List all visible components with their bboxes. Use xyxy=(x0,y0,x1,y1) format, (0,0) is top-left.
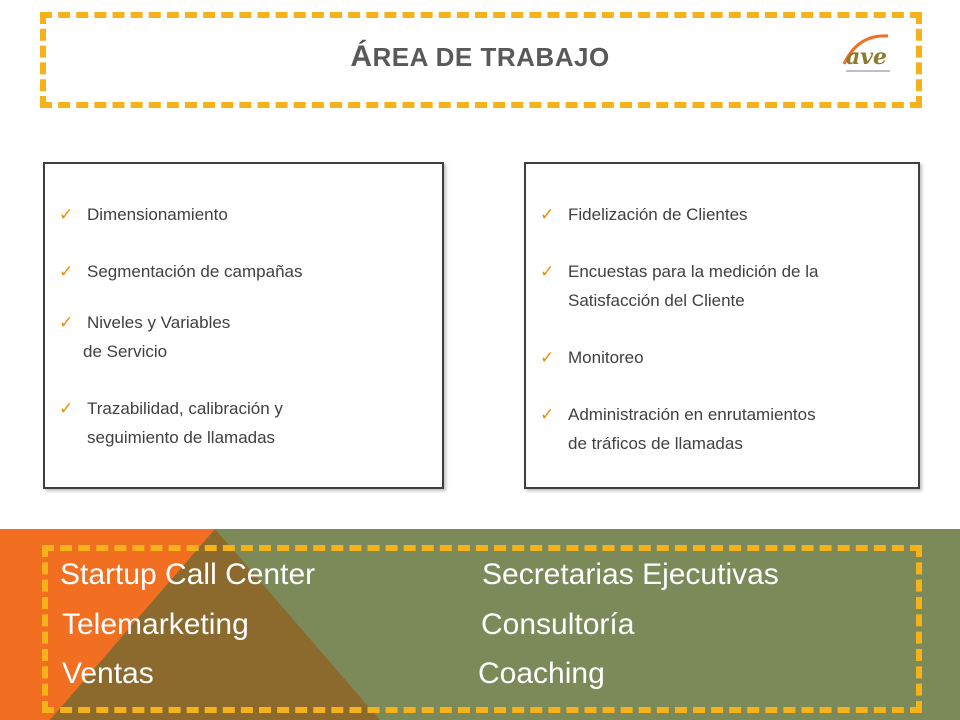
services-band xyxy=(0,529,960,720)
logo-text: ave xyxy=(846,44,887,70)
service-coaching: Coaching xyxy=(478,657,605,690)
title-rest: REA DE TRABAJO xyxy=(372,42,610,72)
check-icon: ✓ xyxy=(59,205,74,224)
check-icon: ✓ xyxy=(59,399,74,418)
page-title: ÁREA DE TRABAJO xyxy=(0,40,960,74)
list-item: ✓Monitoreo xyxy=(540,343,908,372)
left-card: ✓Dimensionamiento ✓Segmentación de campa… xyxy=(43,162,444,489)
service-telemarketing: Telemarketing xyxy=(62,608,249,641)
check-icon: ✓ xyxy=(540,405,555,424)
check-icon: ✓ xyxy=(540,262,555,281)
services-frame xyxy=(42,545,922,713)
service-startup: Startup Call Center xyxy=(60,558,316,591)
check-icon: ✓ xyxy=(540,348,555,367)
ave-logo: ave xyxy=(842,34,890,72)
list-item: ✓Segmentación de campañas xyxy=(59,257,432,286)
band-background xyxy=(0,529,960,720)
title-initial: Á xyxy=(350,40,373,73)
list-item: ✓Dimensionamiento xyxy=(59,200,432,229)
service-consultoria: Consultoría xyxy=(481,608,635,641)
check-icon: ✓ xyxy=(540,205,555,224)
service-secretarias: Secretarias Ejecutivas xyxy=(482,558,779,591)
service-ventas: Ventas xyxy=(62,657,154,690)
right-card: ✓Fidelización de Clientes ✓Encuestas par… xyxy=(524,162,920,489)
list-item: ✓Fidelización de Clientes xyxy=(540,200,908,229)
title-frame xyxy=(40,12,922,108)
check-icon: ✓ xyxy=(59,313,74,332)
check-icon: ✓ xyxy=(59,262,74,281)
